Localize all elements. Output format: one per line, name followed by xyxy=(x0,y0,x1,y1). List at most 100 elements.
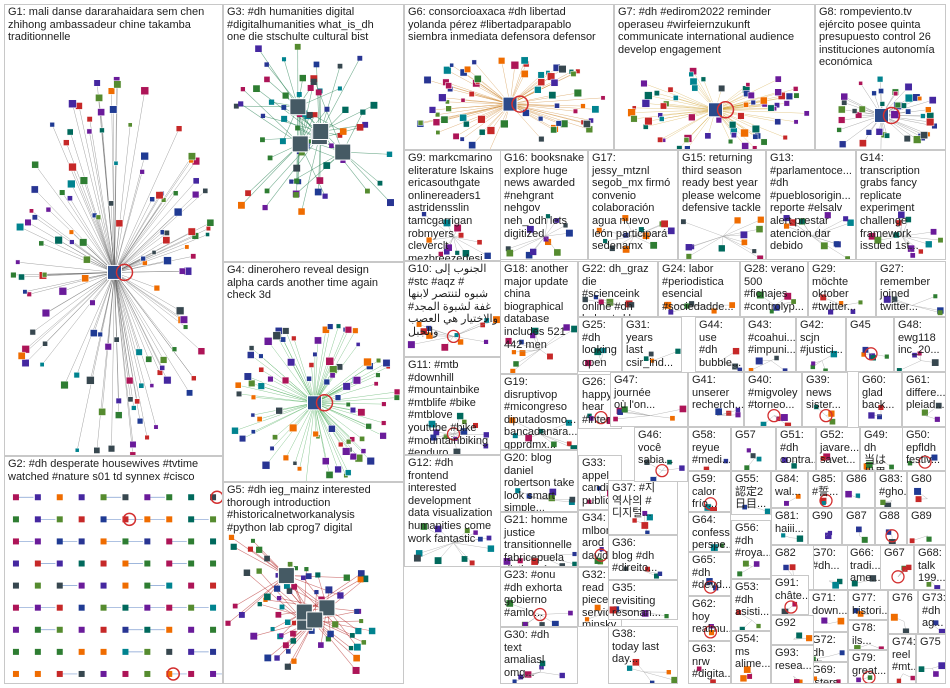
group-panel-g38[interactable]: G38: today last day... xyxy=(608,626,678,684)
group-panel-g86[interactable]: G86 xyxy=(842,471,875,508)
group-panel-g6[interactable]: G6: consorcioaxaca #dh libertad yolanda … xyxy=(404,4,614,150)
group-panel-g62[interactable]: G62: hoy realmu... xyxy=(688,596,731,641)
group-panel-g77[interactable]: G77: histori... xyxy=(848,590,888,620)
group-panel-g56[interactable]: G56: #dh #roya... xyxy=(731,520,771,579)
group-panel-g1[interactable]: G1: mali danse dararahaidara sem chen zh… xyxy=(4,4,223,456)
group-panel-g75[interactable]: G75 xyxy=(916,634,946,684)
group-panel-g88[interactable]: G88 xyxy=(875,508,907,545)
group-panel-g53[interactable]: G53: #dh asisti... xyxy=(731,579,771,631)
group-panel-g3[interactable]: G3: #dh humanities digital #digitalhuman… xyxy=(223,4,404,262)
graph-node xyxy=(650,476,657,481)
group-panel-g44[interactable]: G44: use #dh bubble... xyxy=(695,317,744,372)
group-panel-g59[interactable]: G59: calor frío... xyxy=(688,471,731,512)
group-panel-g50[interactable]: G50: epfldh festiv... xyxy=(902,427,946,471)
group-panel-g15[interactable]: G15: returning third season ready best y… xyxy=(678,150,766,260)
group-panel-g55[interactable]: G55: 認定2 日目... xyxy=(731,471,771,515)
group-panel-g58[interactable]: G58: reyue #medi... xyxy=(688,427,731,471)
group-panel-g18[interactable]: G18: another major update china biograph… xyxy=(500,261,578,374)
group-panel-g93[interactable]: G93: resea... xyxy=(771,645,814,684)
group-panel-g23[interactable]: G23: #onu #dh exhorta gobierno #amlo... xyxy=(500,567,578,627)
graph-node xyxy=(623,566,629,571)
group-panel-g42[interactable]: G42: scjn #justici... xyxy=(796,317,846,372)
group-panel-g57[interactable]: G57 xyxy=(731,427,776,471)
group-panel-g74[interactable]: G74: reel #mt... xyxy=(888,634,916,684)
group-panel-g22[interactable]: G22: dh_graz die #scienceink online #dh … xyxy=(578,261,658,317)
group-panel-g80[interactable]: G80 xyxy=(907,471,946,508)
group-panel-g24[interactable]: G24: labor #periodistica esencial #socie… xyxy=(658,261,740,317)
group-panel-g13[interactable]: G13: #parlamentoce... #dh #pueblosorigin… xyxy=(766,150,856,260)
group-panel-g70[interactable]: G70: #dh... xyxy=(808,545,848,590)
graph-node xyxy=(708,630,715,636)
graph-node xyxy=(735,407,741,413)
group-panel-g49[interactable]: G49: dh 当は 世界で... xyxy=(860,427,906,471)
group-panel-g37[interactable]: G37: #지 역사의 # 디지털... xyxy=(608,480,678,535)
group-panel-g9[interactable]: G9: markcmarino eliterature lskains eric… xyxy=(404,150,501,261)
group-panel-g19[interactable]: G19: disruptivop #micongreso diputadosmo… xyxy=(500,374,578,450)
group-panel-g25[interactable]: G25: #dh looking open access... xyxy=(578,317,622,372)
group-network-g1 xyxy=(10,76,215,455)
graph-node xyxy=(250,429,256,435)
group-panel-g10[interactable]: G10: الجنوب إلى #stc #aqz # شبوه لتنتصر … xyxy=(404,261,501,357)
graph-node xyxy=(73,372,80,379)
group-panel-g41[interactable]: G41: unserer recherch... xyxy=(688,372,744,427)
group-panel-g2[interactable]: G2: #dh desperate housewives #tvtime wat… xyxy=(4,456,223,684)
group-panel-g35[interactable]: G35: revisiting resonan... xyxy=(608,580,678,620)
graph-node xyxy=(295,125,300,131)
group-panel-g79[interactable]: G79: great... xyxy=(848,650,888,684)
group-panel-g30[interactable]: G30: #dh text amaliasl omg... xyxy=(500,627,578,684)
group-panel-g29[interactable]: G29: möchte oktober #twitter... xyxy=(808,261,876,317)
group-panel-g78[interactable]: G78: ils... xyxy=(848,620,888,650)
group-panel-g84[interactable]: G84: wal... xyxy=(771,471,808,508)
group-panel-g5[interactable]: G5: #dh ieg_mainz interested thorough in… xyxy=(223,482,404,684)
group-panel-g16[interactable]: G16: booksnake explore huge news awarded… xyxy=(500,150,588,260)
group-panel-g7[interactable]: G7: #dh #edirom2022 reminder operaseu #w… xyxy=(614,4,815,150)
group-panel-g40[interactable]: G40: #migvoley #torneo... xyxy=(744,372,802,427)
group-panel-g31[interactable]: G31: years last csir_ind... xyxy=(622,317,682,372)
group-panel-g11[interactable]: G11: #mtb #downhill #mountainbike #mtbli… xyxy=(404,357,501,455)
group-panel-g91[interactable]: G91: châte... xyxy=(771,575,809,615)
group-panel-g90[interactable]: G90 xyxy=(808,508,842,545)
graph-node xyxy=(122,626,129,633)
group-panel-g47[interactable]: G47: journée où l'on... xyxy=(610,372,688,427)
group-panel-g63[interactable]: G63: nrw #digita... xyxy=(688,641,731,684)
group-panel-g87[interactable]: G87 xyxy=(842,508,875,545)
group-panel-g36[interactable]: G36: blog #dh #direito... xyxy=(608,535,678,580)
group-panel-g54[interactable]: G54: ms alime... xyxy=(731,631,771,684)
group-panel-g61[interactable]: G61: differe... pleiad... xyxy=(902,372,946,427)
group-panel-g71[interactable]: G71: down... xyxy=(808,590,848,632)
group-panel-g20[interactable]: G20: blog daniel robertson take look sma… xyxy=(500,450,578,512)
group-panel-g51[interactable]: G51: #dh contra... xyxy=(776,427,816,471)
group-panel-g85[interactable]: G85: #誓... xyxy=(808,471,842,508)
group-panel-g76[interactable]: G76 xyxy=(888,590,918,634)
graph-node xyxy=(812,676,818,681)
graph-node xyxy=(426,237,432,243)
group-panel-g89[interactable]: G89 xyxy=(907,508,946,545)
group-panel-g69[interactable]: G69: isters... xyxy=(808,662,848,684)
group-panel-g67[interactable]: G67 xyxy=(880,545,914,590)
group-panel-g27[interactable]: G27: remember joined twitter... xyxy=(876,261,946,317)
group-panel-g43[interactable]: G43: #coahui... #impuni... xyxy=(744,317,796,372)
group-panel-g46[interactable]: G46: você sabia... xyxy=(634,427,688,482)
graph-node xyxy=(290,638,297,644)
group-panel-g92[interactable]: G92 xyxy=(771,615,814,645)
group-panel-g83[interactable]: G83: #gho... xyxy=(875,471,907,508)
group-panel-g45[interactable]: G45 xyxy=(846,317,894,372)
group-panel-g39[interactable]: G39: news sister... xyxy=(802,372,848,427)
group-panel-g21[interactable]: G21: homme justice transitionnelle fabri… xyxy=(500,512,578,567)
group-panel-g17[interactable]: G17: jessy_mtznl segob_mx firmó convenio… xyxy=(588,150,678,260)
group-panel-g73[interactable]: G73: #dh ag... xyxy=(918,590,946,634)
group-panel-g8[interactable]: G8: rompeviento.tv ejército posee quinta… xyxy=(815,4,946,150)
group-panel-g4[interactable]: G4: dinerohero reveal design alpha cards… xyxy=(223,262,404,482)
group-panel-g52[interactable]: G52: javare... savet... xyxy=(816,427,860,471)
graph-node xyxy=(129,451,137,455)
group-panel-g68[interactable]: G68: talk 199... xyxy=(914,545,946,590)
group-panel-g81[interactable]: G81: haiii... xyxy=(771,508,808,545)
group-panel-g48[interactable]: G48: ewg118 inc_20... xyxy=(894,317,946,372)
group-panel-g64[interactable]: G64: confess perspe... xyxy=(688,512,731,552)
group-panel-g28[interactable]: G28: verano 500 #fichajes #controlyp... xyxy=(740,261,808,317)
group-panel-g72[interactable]: G72: dh 中... xyxy=(808,632,848,662)
group-panel-g60[interactable]: G60: glad back... xyxy=(858,372,902,427)
group-panel-g14[interactable]: G14: transcription grabs fancy replicate… xyxy=(856,150,946,260)
group-panel-g65[interactable]: G65: #dh #devd... xyxy=(688,552,731,596)
group-panel-g12[interactable]: G12: #dh frontend interested development… xyxy=(404,455,501,567)
